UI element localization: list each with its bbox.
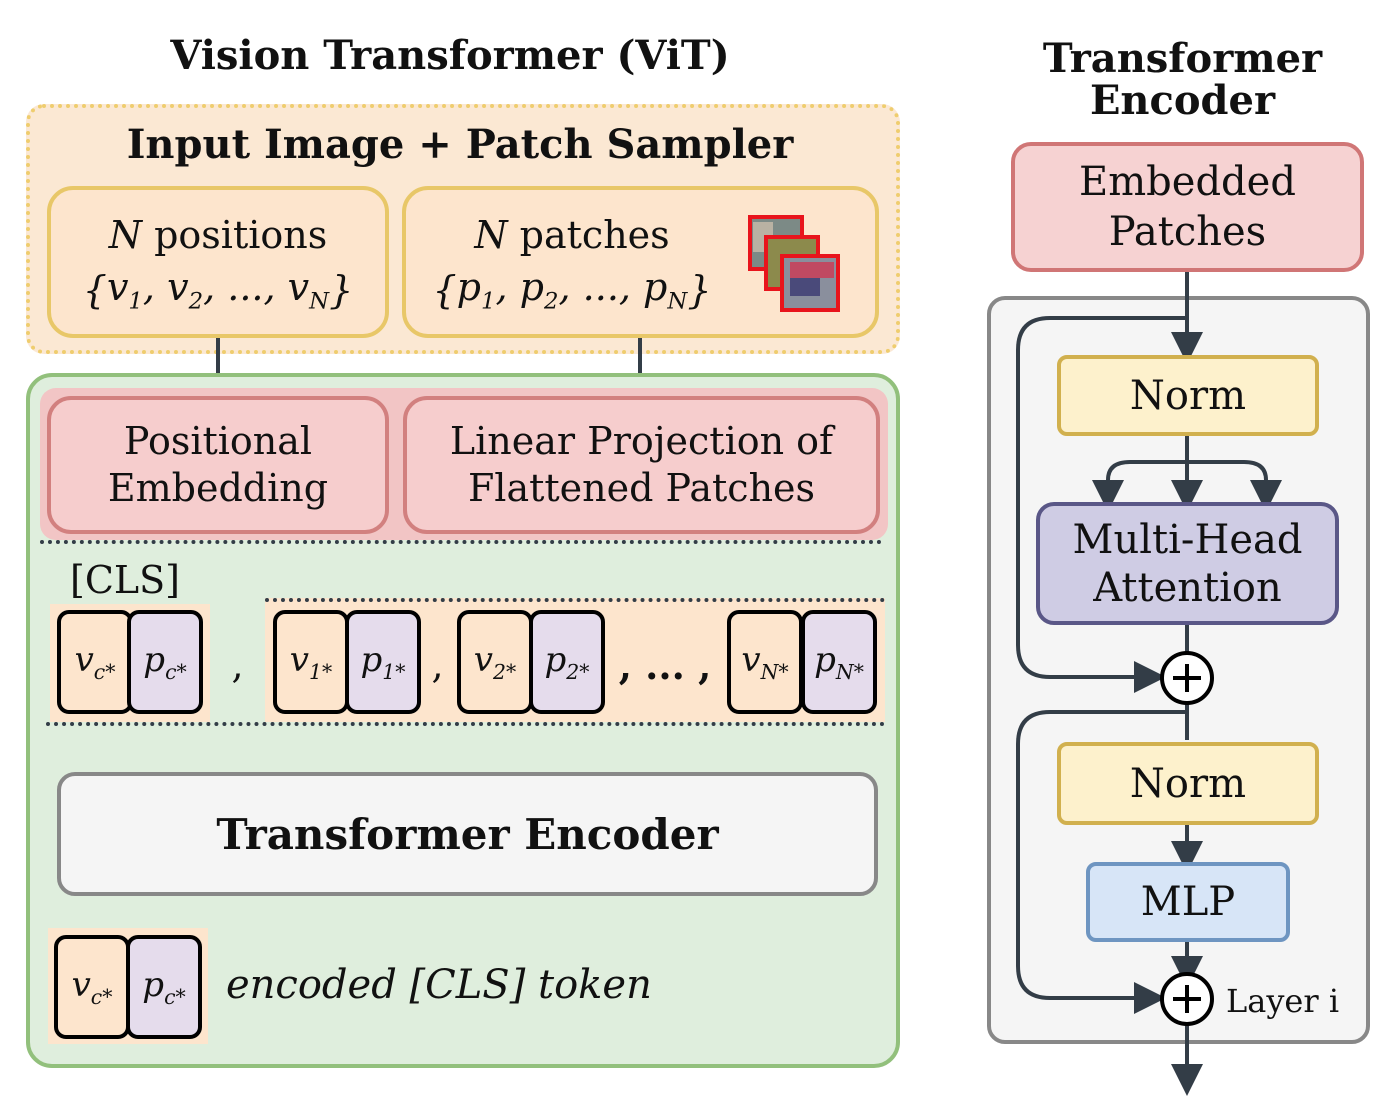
positions-set: {v1, v2, ..., vN} — [82, 265, 354, 315]
positional-embedding-line1: Positional — [123, 418, 313, 463]
input-sampler-title: Input Image + Patch Sampler — [126, 120, 794, 168]
linear-projection-line1: Linear Projection of — [449, 418, 834, 463]
encoded-cls-label: encoded [CLS] token — [226, 962, 652, 1008]
positions-box — [47, 186, 389, 338]
token-separator-3: , ... , — [618, 642, 712, 688]
patches-set: {p1, p2, ..., pN} — [432, 265, 712, 315]
patch-token-dotted-top — [265, 598, 885, 602]
transformer-encoder-box: Transformer Encoder — [57, 772, 878, 896]
positions-word: positions — [154, 213, 328, 257]
vit-title: Vision Transformer (ViT) — [170, 32, 730, 79]
token-separator-1: , — [231, 643, 244, 687]
encoder-title: Transformer Encoder — [990, 32, 1375, 128]
positional-embedding-line2: Embedding — [107, 466, 329, 510]
token-separator-2: , — [431, 643, 444, 687]
multi-head-attention-box: Multi-Head Attention — [1036, 502, 1339, 625]
token-p-N: pN* — [801, 610, 877, 714]
embedding-dotted-border — [40, 540, 882, 544]
mlp-box: MLP — [1086, 862, 1290, 942]
patch-token-dotted-bottom — [46, 722, 885, 726]
token-v-1: v1* — [273, 610, 349, 714]
norm-box-1: Norm — [1057, 355, 1319, 436]
embedded-patches-box: Embedded Patches — [1011, 142, 1364, 272]
token-p-cls: pc* — [127, 610, 203, 714]
cls-label: [CLS] — [70, 558, 180, 602]
token-p-2: p2* — [529, 610, 605, 714]
token-v-cls: vc* — [57, 610, 133, 714]
linear-projection-box: Linear Projection of Flattened Patches — [403, 396, 880, 534]
embedded-patches-line1: Embedded — [1079, 159, 1296, 205]
encoder-title-line1: Transformer — [1042, 35, 1323, 82]
positional-embedding-box: Positional Embedding — [47, 396, 389, 534]
encoder-title-line2: Encoder — [1089, 77, 1276, 124]
embedded-patches-line2: Patches — [1108, 209, 1267, 255]
positions-count: N positions — [108, 213, 328, 257]
linear-projection-line2: Flattened Patches — [467, 466, 816, 510]
norm-box-2: Norm — [1057, 742, 1319, 825]
add-icon-1 — [1160, 651, 1214, 705]
mha-line1: Multi-Head — [1072, 516, 1303, 563]
layer-label: Layer i — [1226, 982, 1340, 1020]
patch-thumbnails-icon — [748, 215, 840, 312]
mha-line2: Attention — [1093, 564, 1282, 611]
token-p-1: p1* — [345, 610, 421, 714]
patches-count: N patches — [474, 213, 670, 257]
encoded-token-p: pc* — [126, 935, 202, 1039]
add-icon-2 — [1160, 972, 1214, 1026]
